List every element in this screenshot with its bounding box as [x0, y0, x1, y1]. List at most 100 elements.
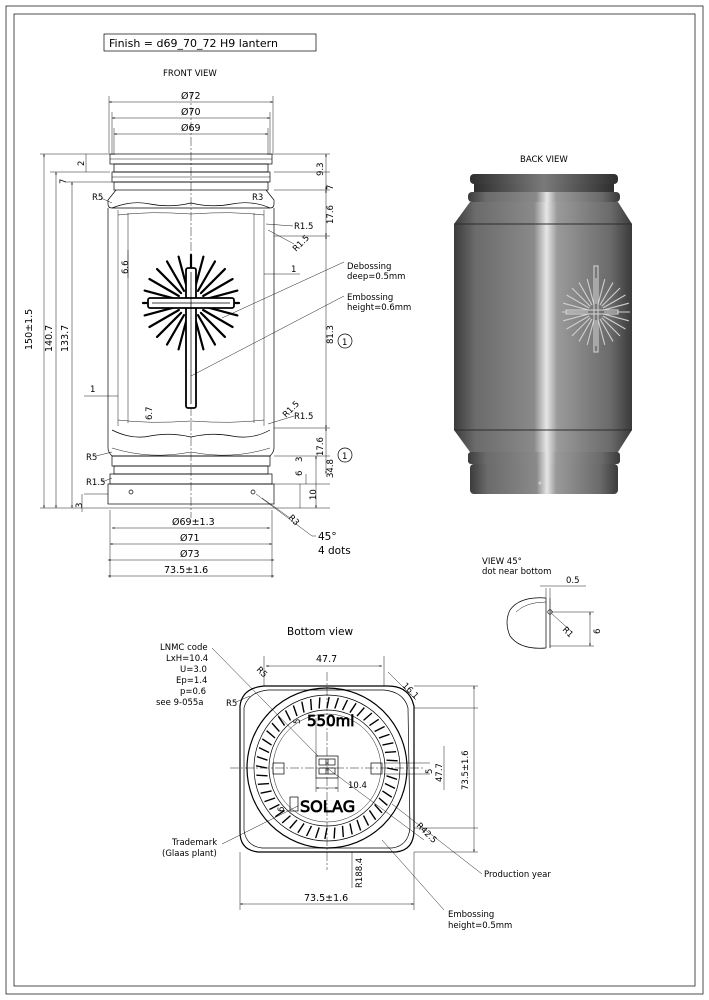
ray-line	[199, 311, 227, 339]
front-view: Ø72 Ø70 Ø69	[24, 91, 411, 578]
bottom-dim-10-4: 10.4	[348, 781, 367, 791]
circle-marker-1a: 1	[342, 338, 347, 348]
knurl-mark	[333, 827, 336, 839]
radius-callouts: R5 R3 R1.5 R1.5 6.6 1 1 6.7 R1.5 R1.5 R5…	[84, 193, 313, 528]
bottom-embossing-label: Embossing	[448, 910, 494, 920]
embossing-label: Embossing	[347, 293, 393, 303]
dim-d1a: 1	[291, 265, 296, 275]
knurl-mark	[314, 827, 320, 839]
trademark-line-2: (Glaas plant)	[162, 849, 217, 859]
ray-line	[601, 317, 621, 337]
dim-d73: Ø73	[180, 549, 200, 560]
dim-d1b: 1	[90, 385, 95, 395]
lnmc-callout: LNMC code LxH=10.4 U=3.0 Ep=1.4 p=0.6 se…	[156, 643, 208, 708]
knurl-mark	[349, 702, 357, 713]
finish-box: Finish = d69_70_72 H9 lantern	[103, 33, 317, 52]
view45-r1: R1	[560, 625, 575, 640]
ray-line	[603, 313, 629, 322]
front-view-title: FRONT VIEW	[163, 69, 217, 79]
ray-line	[566, 315, 590, 330]
knurl-mark	[382, 742, 394, 746]
knurl-mark	[362, 815, 370, 826]
dim-d69: Ø69	[181, 123, 201, 134]
dim-v17-6b: 17.6	[316, 437, 326, 456]
bottom-embossing-value: height=0.5mm	[448, 921, 512, 931]
capacity-emboss: 550ml	[307, 712, 354, 730]
ray-line	[563, 302, 589, 311]
ray-line	[566, 294, 590, 309]
bottom-dim-r42-5: R42.5	[414, 821, 439, 846]
knurl-mark	[386, 775, 398, 781]
cross-emblem	[141, 253, 241, 409]
knurl-mark	[356, 707, 365, 717]
circle-marker-1b: 1	[342, 452, 347, 462]
debossing-label: Debossing	[347, 262, 391, 272]
embossing-value: height=0.6mm	[347, 303, 411, 313]
ray-line	[196, 314, 217, 346]
dim-v3a: 3	[295, 457, 305, 462]
knurl-mark	[305, 825, 313, 837]
knurl-mark	[289, 819, 298, 829]
knurl-mark	[255, 765, 268, 769]
left-height-dims: 150±1.5 140.7 133.7 2 7 3	[24, 153, 112, 512]
ray-line	[571, 317, 591, 337]
dim-v34-8: 34.8	[326, 459, 336, 478]
knurl-mark	[368, 810, 377, 821]
ray-line	[599, 318, 614, 342]
bottom-dim-v73-5: 73.5±1.6	[461, 750, 471, 790]
dim-v7b: 7	[326, 185, 336, 190]
knurl-mark	[334, 697, 340, 709]
knurl-mark	[297, 823, 305, 834]
knurl-mark	[382, 790, 393, 798]
lnmc-line-1: LNMC code	[160, 643, 208, 653]
knurl-mark	[257, 782, 270, 786]
view45-detail: 0.5 R1 6	[506, 576, 603, 649]
knurl-mark	[256, 774, 268, 777]
ray-line	[578, 282, 593, 306]
dim-v3b: 3	[75, 503, 85, 508]
inner-frame	[13, 13, 696, 987]
bottom-dim-5b: 5	[425, 769, 435, 774]
lnmc-line-2: LxH=10.4	[166, 654, 208, 664]
ray-line	[597, 319, 606, 345]
knurl-mark	[386, 767, 399, 771]
knurl-mark	[349, 823, 353, 835]
ray-line	[202, 308, 234, 329]
knurl-mark	[374, 804, 383, 814]
outer-frame	[5, 5, 704, 995]
knurl-mark	[384, 782, 396, 790]
dim-w73-5: 73.5±1.6	[164, 565, 208, 576]
ray-line	[199, 267, 227, 295]
knurl-mark	[324, 827, 328, 840]
dim-h150: 150±1.5	[24, 309, 35, 350]
bottom-view: 550ml SOLAG 47.7 16.1 R5 R5 47.7 73.5±1.…	[156, 643, 551, 931]
bottom-dim-d6: 6	[277, 807, 287, 812]
ray-line	[578, 318, 593, 342]
ray-line	[586, 319, 595, 345]
view45-d6: 6	[593, 629, 603, 634]
knurl-mark	[341, 825, 345, 838]
ray-line	[597, 279, 606, 305]
finish-label: Finish = d69_70_72 H9 lantern	[109, 37, 278, 50]
knurl-mark	[256, 755, 268, 761]
production-year-label: Production year	[484, 870, 551, 880]
dim-r3a: R3	[252, 193, 263, 203]
dim-v81-3: 81.3	[326, 325, 336, 344]
ray-line	[586, 279, 595, 305]
knurl-mark	[369, 718, 380, 727]
bottom-diameter-dims: Ø69±1.3 Ø71 Ø73 73.5±1.6	[108, 510, 274, 578]
dim-h133-7: 133.7	[60, 325, 71, 352]
ray-line	[196, 260, 217, 292]
back-view-title: BACK VIEW	[520, 155, 568, 165]
knurl-mark	[309, 698, 313, 711]
dim-v2: 2	[77, 161, 87, 166]
back-cross-emblem	[562, 278, 630, 346]
view45-title: VIEW 45°	[482, 557, 522, 567]
ray-line	[148, 277, 180, 298]
knurl-mark	[318, 697, 321, 709]
dots-count: 4 dots	[318, 545, 351, 557]
dots-angle: 45°	[318, 531, 337, 543]
ray-line	[603, 302, 629, 311]
knurl-mark	[326, 696, 330, 709]
ray-line	[148, 308, 180, 329]
